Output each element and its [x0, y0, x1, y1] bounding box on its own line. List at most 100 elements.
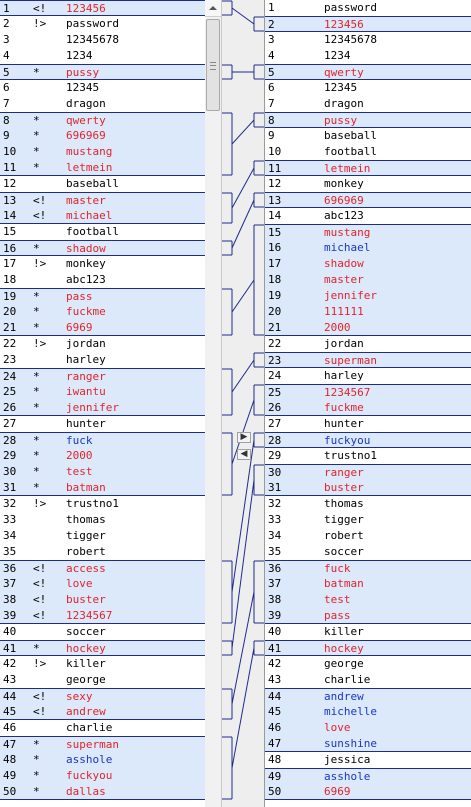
line-row[interactable]: 11*letmein	[0, 160, 205, 176]
line-row[interactable]: 49*fuckyou	[0, 768, 205, 784]
arrow-left-icon[interactable]: ◀	[237, 449, 251, 460]
line-row[interactable]: 26*jennifer	[0, 400, 205, 416]
line-row[interactable]: 8*qwerty	[0, 112, 205, 128]
line-row[interactable]: 13<!master	[0, 192, 205, 208]
line-row[interactable]: 48*asshole	[0, 752, 205, 768]
line-row[interactable]: 19*pass	[0, 288, 205, 304]
line-row[interactable]: 5*pussy	[0, 64, 205, 80]
line-row[interactable]: 1<!123456	[0, 0, 205, 16]
line-row[interactable]: 25*iwantu	[0, 384, 205, 400]
line-row[interactable]: 16*shadow	[0, 240, 205, 256]
line-row[interactable]: 10*mustang	[0, 144, 205, 160]
line-row[interactable]: 44<!sexy	[0, 688, 205, 704]
scroll-up-arrow-icon[interactable]	[205, 0, 221, 17]
scroll-thumb[interactable]	[206, 19, 220, 111]
line-row[interactable]: 14<!michael	[0, 208, 205, 224]
left-scrollbar[interactable]	[205, 0, 222, 807]
line-row[interactable]: 45<!andrew	[0, 704, 205, 720]
line-row[interactable]: 24*ranger	[0, 368, 205, 384]
line-row[interactable]: 29*2000	[0, 448, 205, 464]
line-row[interactable]: 42!>killer	[0, 656, 205, 672]
line-row[interactable]: 22!>jordan	[0, 336, 205, 352]
line-row[interactable]: 28*fuck	[0, 432, 205, 448]
line-row[interactable]: 32!>trustno1	[0, 496, 205, 512]
line-row[interactable]: 9*696969	[0, 128, 205, 144]
line-row[interactable]: 41*hockey	[0, 640, 205, 656]
line-row[interactable]: 20*fuckme	[0, 304, 205, 320]
line-row[interactable]: 39<!1234567	[0, 608, 205, 624]
line-row[interactable]: 47*superman	[0, 736, 205, 752]
arrow-right-icon[interactable]: ▶	[237, 432, 251, 443]
line-row[interactable]: 21*6969	[0, 320, 205, 336]
line-row[interactable]: 38<!buster	[0, 592, 205, 608]
line-row[interactable]: 36<!access	[0, 560, 205, 576]
line-row[interactable]: 50*dallas	[0, 784, 205, 800]
line-row[interactable]: 17!>monkey	[0, 256, 205, 272]
line-row[interactable]: 30*test	[0, 464, 205, 480]
